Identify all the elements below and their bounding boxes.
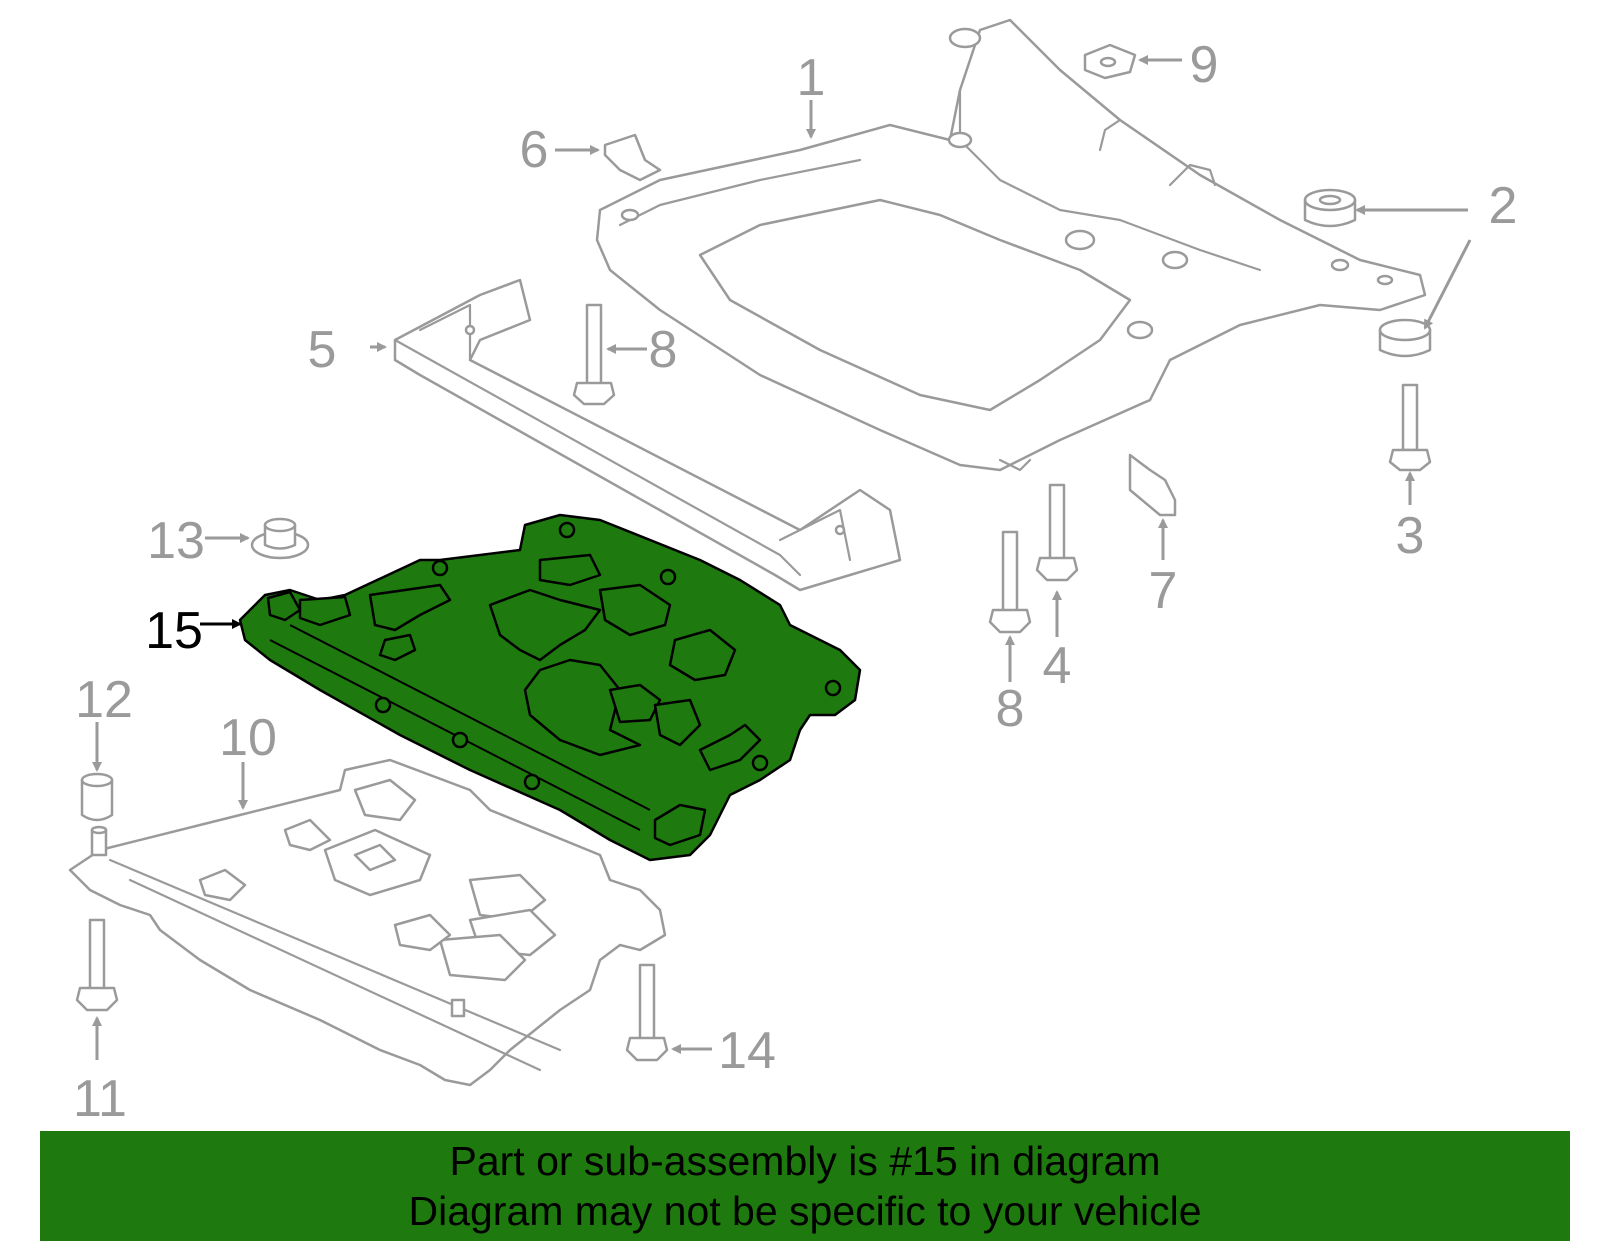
callout-13: 13 [147,512,205,570]
bolt-part-3[interactable] [1388,383,1432,472]
info-banner: Part or sub-assembly is #15 in diagram D… [40,1131,1570,1241]
callout-1: 1 [797,49,826,107]
spacer-part-12[interactable] [80,772,114,822]
callout-14: 14 [718,1022,776,1080]
bolt-part-8-upper[interactable] [572,303,616,406]
clip-part-13[interactable] [250,517,310,560]
parts-diagram: 1 2 3 4 5 6 7 8 8 9 10 11 12 13 14 15 [68,18,1517,1128]
leader-2b [1423,239,1472,330]
washer-part-9[interactable] [1083,43,1137,80]
bracket-part-7[interactable] [1128,453,1177,517]
under-cover-part-15-highlighted[interactable] [238,513,862,862]
banner-line-2: Diagram may not be specific to your vehi… [408,1188,1202,1234]
callout-11: 11 [73,1070,127,1128]
subframe-part-1[interactable] [595,18,1427,472]
bracket-part-6[interactable] [603,133,662,182]
leader-lines [92,55,1472,1060]
bushing-part-2[interactable] [1303,188,1432,358]
callout-4: 4 [1043,637,1072,695]
callout-10: 10 [219,709,277,767]
under-cover-part-10[interactable] [68,758,667,1087]
callout-6: 6 [520,121,549,179]
callout-12: 12 [75,671,133,729]
callout-8-upper: 8 [649,321,678,379]
callout-7: 7 [1149,562,1178,620]
banner-line-1: Part or sub-assembly is #15 in diagram [449,1138,1161,1184]
callout-9: 9 [1190,36,1219,94]
crossmember-part-5[interactable] [393,278,902,592]
bolt-part-8-lower[interactable] [988,530,1032,634]
callout-15: 15 [145,602,203,660]
callout-2: 2 [1489,177,1518,235]
bolt-part-14[interactable] [625,963,669,1062]
callout-labels: 1 2 3 4 5 6 7 8 8 9 10 11 12 13 14 15 [73,36,1517,1128]
bolt-part-11[interactable] [75,918,119,1012]
bolt-part-4[interactable] [1035,483,1079,582]
callout-5: 5 [308,321,337,379]
callout-8-lower: 8 [996,680,1025,738]
callout-3: 3 [1396,507,1425,565]
